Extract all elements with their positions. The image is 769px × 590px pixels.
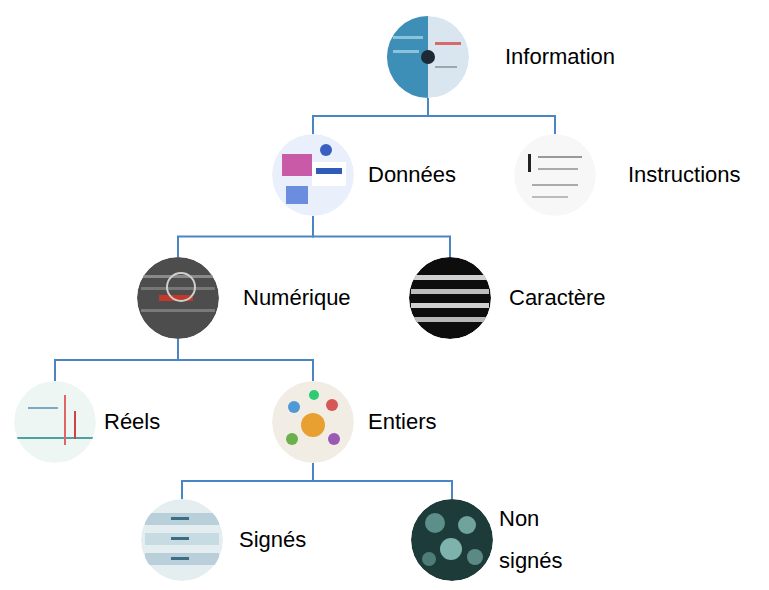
tree-connector	[55, 339, 178, 381]
picture-detail	[393, 50, 419, 53]
picture-detail	[411, 303, 489, 308]
node-picture	[272, 134, 354, 216]
tree-node: Réels	[14, 381, 160, 463]
picture-detail	[425, 513, 445, 533]
node-picture	[272, 381, 354, 463]
picture-detail	[282, 154, 312, 176]
tree-node: Information	[387, 16, 615, 98]
picture-detail	[326, 399, 338, 411]
tree-connector	[313, 98, 428, 134]
picture-detail	[141, 309, 215, 312]
node-label: Entiers	[368, 409, 436, 435]
picture-detail	[286, 433, 298, 445]
picture-detail	[467, 549, 483, 565]
picture-ground	[141, 499, 223, 581]
node-picture	[137, 257, 219, 339]
picture-detail	[440, 538, 462, 560]
picture-detail	[528, 154, 531, 172]
picture-detail	[74, 411, 76, 439]
picture-detail	[422, 552, 436, 566]
node-picture	[14, 381, 96, 463]
picture-detail	[141, 287, 215, 290]
picture-detail	[328, 433, 340, 445]
tree-node: Instructions	[514, 134, 741, 216]
picture-detail	[171, 537, 189, 540]
tree-node: Caractère	[409, 257, 606, 339]
picture-detail	[458, 516, 476, 534]
picture-ground	[387, 16, 469, 98]
picture-detail	[28, 407, 58, 409]
tree-connector	[182, 463, 313, 499]
tree-node: Numérique	[137, 257, 351, 339]
picture-detail	[435, 66, 457, 68]
picture-detail	[309, 390, 319, 400]
picture-detail	[167, 273, 195, 301]
picture-detail	[320, 144, 332, 156]
picture-detail	[413, 275, 487, 280]
tree-node: Signés	[141, 499, 306, 581]
picture-ground	[272, 134, 354, 216]
node-label: Réels	[104, 409, 160, 435]
picture-ground	[409, 257, 491, 339]
picture-detail	[145, 553, 219, 565]
picture-detail	[143, 275, 213, 278]
node-label: Numérique	[243, 285, 351, 311]
picture-detail	[312, 162, 346, 186]
node-picture	[409, 257, 491, 339]
picture-detail	[411, 289, 489, 294]
node-picture	[514, 134, 596, 216]
tree-connector	[313, 216, 450, 257]
node-label: Données	[368, 162, 456, 188]
picture-ground	[272, 381, 354, 463]
picture-ground	[514, 134, 596, 216]
node-picture	[387, 16, 469, 98]
node-label: Information	[505, 44, 615, 70]
picture-ground	[137, 257, 219, 339]
picture-detail	[421, 50, 435, 64]
node-picture	[411, 499, 493, 581]
tree-connector	[313, 463, 452, 499]
tree-connector	[428, 98, 555, 134]
picture-detail	[145, 533, 219, 545]
picture-ground	[411, 499, 493, 581]
tree-node: Non signés	[411, 499, 571, 581]
picture-ground	[14, 381, 96, 463]
picture-detail	[532, 184, 578, 186]
picture-detail	[316, 168, 342, 174]
tree-connector	[178, 339, 313, 381]
picture-detail	[64, 395, 66, 445]
picture-detail	[532, 196, 568, 198]
picture-detail	[286, 186, 308, 204]
tree-node: Entiers	[272, 381, 436, 463]
picture-detail	[538, 156, 582, 158]
tree-node: Données	[272, 134, 456, 216]
picture-detail	[145, 513, 219, 525]
picture-detail	[301, 413, 325, 437]
node-picture	[141, 499, 223, 581]
picture-detail	[288, 401, 300, 413]
node-label: Non signés	[499, 498, 571, 582]
picture-detail	[14, 437, 96, 439]
picture-detail	[538, 168, 578, 170]
picture-detail	[435, 42, 461, 45]
picture-detail	[393, 36, 423, 39]
tree-connector	[178, 216, 313, 257]
node-label: Caractère	[509, 285, 606, 311]
picture-detail	[171, 557, 189, 560]
picture-detail	[171, 517, 189, 520]
node-label: Signés	[239, 527, 306, 553]
node-label: Instructions	[628, 162, 741, 188]
picture-detail	[413, 317, 487, 322]
